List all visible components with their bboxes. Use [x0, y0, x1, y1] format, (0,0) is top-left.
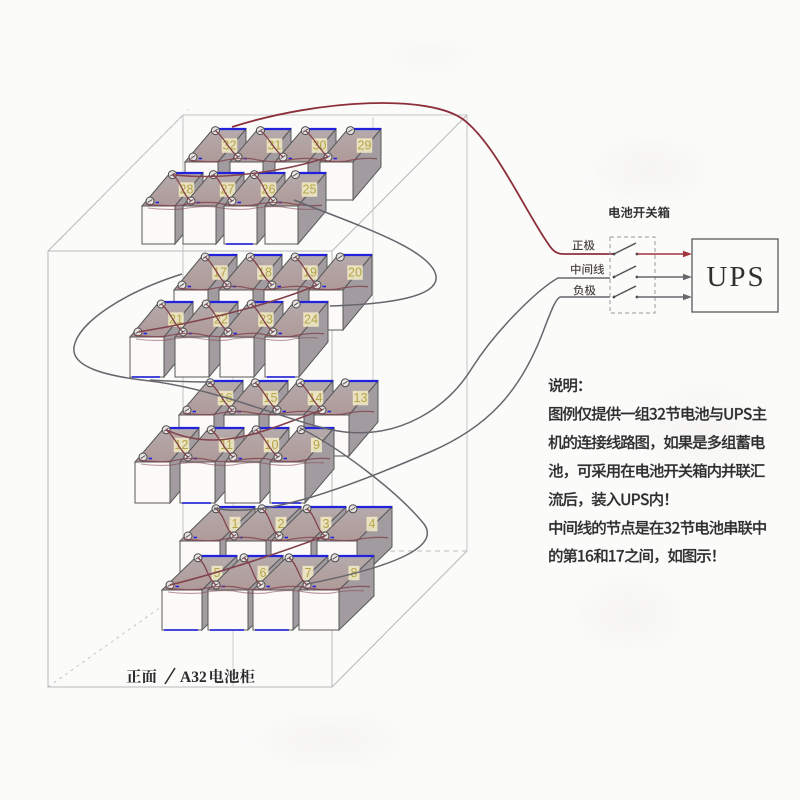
- svg-text:3: 3: [323, 517, 330, 531]
- svg-text:A32: A32: [180, 669, 207, 686]
- svg-text:13: 13: [354, 391, 368, 405]
- svg-text:17: 17: [213, 266, 227, 280]
- svg-text:6: 6: [260, 566, 267, 580]
- svg-text:23: 23: [259, 313, 273, 327]
- svg-text:20: 20: [348, 266, 362, 280]
- svg-text:5: 5: [214, 566, 221, 580]
- svg-text:21: 21: [169, 313, 183, 327]
- svg-text:19: 19: [303, 266, 317, 280]
- svg-text:UPS: UPS: [706, 261, 765, 293]
- svg-text:10: 10: [265, 438, 279, 452]
- svg-text:25: 25: [303, 183, 317, 197]
- svg-text:11: 11: [220, 438, 233, 452]
- svg-text:14: 14: [309, 391, 323, 405]
- svg-text:26: 26: [262, 183, 276, 197]
- svg-text:29: 29: [358, 139, 372, 153]
- svg-text:2: 2: [278, 517, 285, 531]
- svg-text:9: 9: [313, 438, 320, 452]
- svg-text:4: 4: [369, 517, 376, 531]
- svg-text:27: 27: [221, 183, 235, 197]
- svg-text:1: 1: [232, 517, 239, 531]
- svg-text:15: 15: [264, 391, 278, 405]
- svg-text:18: 18: [258, 266, 272, 280]
- svg-text:28: 28: [180, 183, 194, 197]
- svg-text:7: 7: [305, 566, 312, 580]
- svg-text:24: 24: [304, 313, 318, 327]
- svg-text:12: 12: [175, 438, 189, 452]
